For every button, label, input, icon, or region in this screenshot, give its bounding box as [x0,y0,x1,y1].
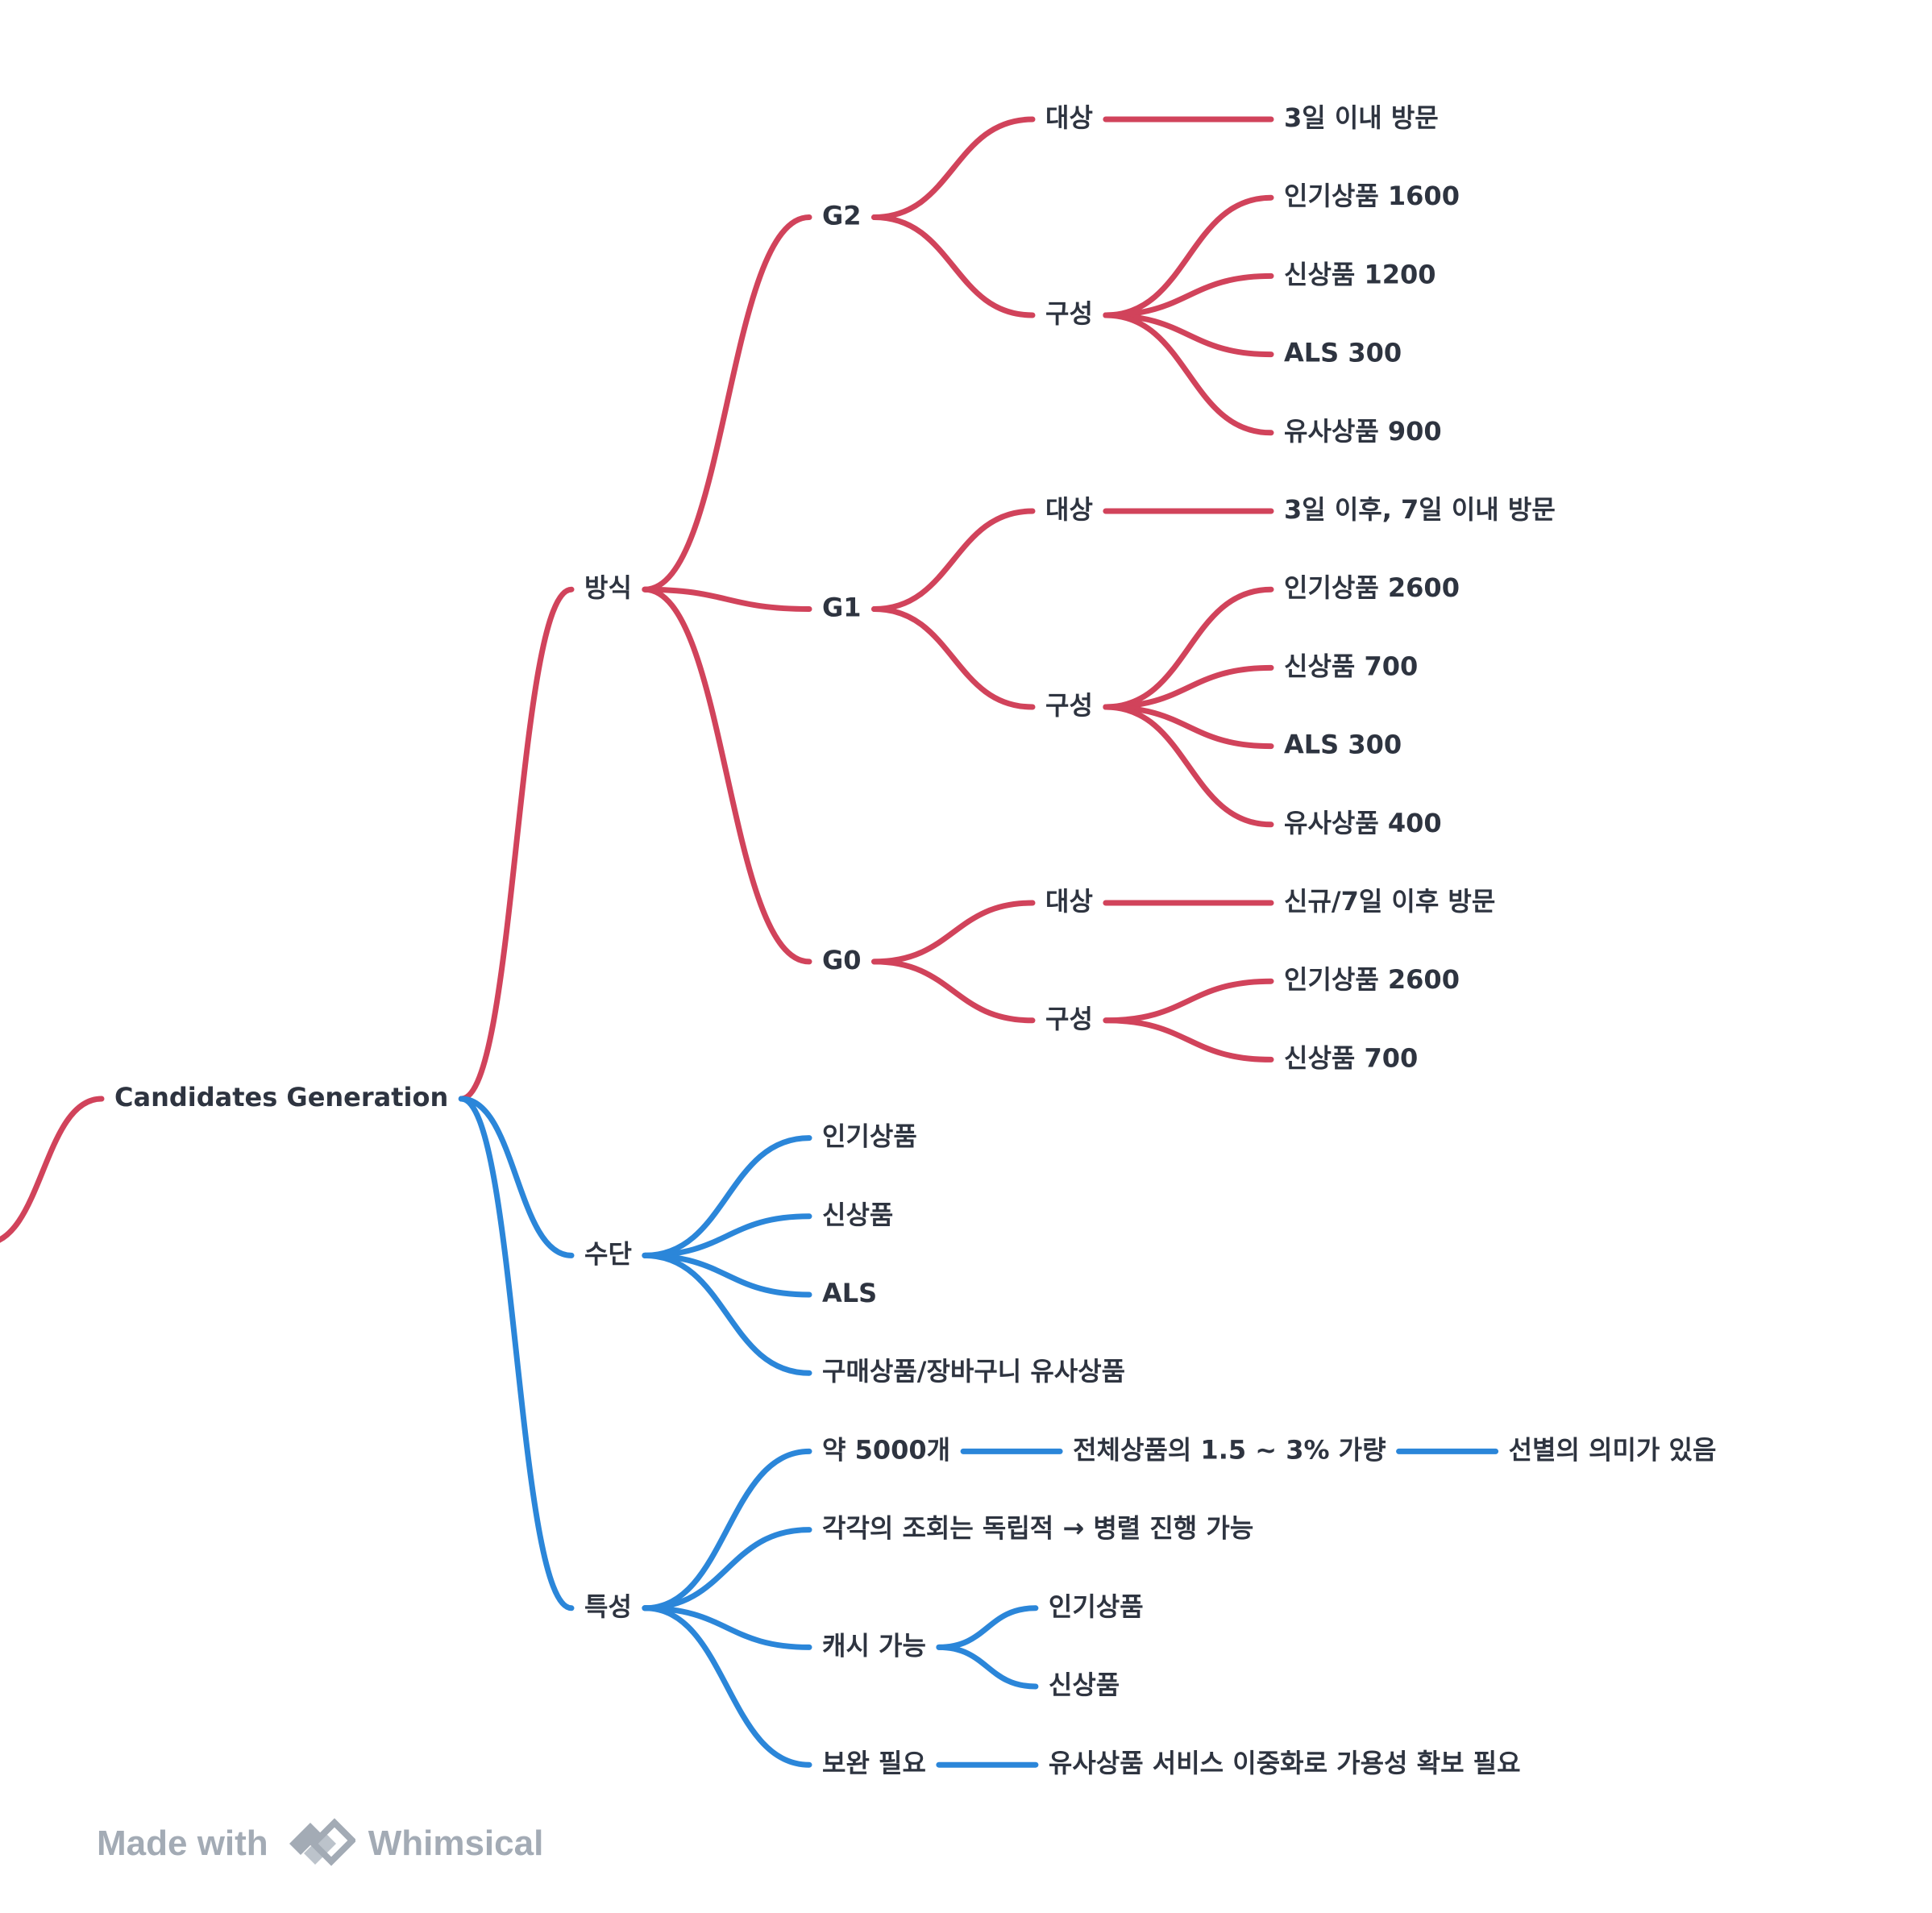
watermark-brand: Whimsical [368,1824,544,1863]
mindmap-node-구성[interactable]: 구성 [1045,690,1093,721]
mindmap-node-신상품[interactable]: 신상품 [822,1200,893,1230]
mind-map-edges [0,116,1499,1768]
connector-신상품-700 [1103,1017,1274,1063]
connector-대상 [871,508,1036,612]
connector-구성 [871,214,1036,318]
connector-약-5000개 [642,1448,812,1611]
mindmap-node-신상품-700[interactable]: 신상품 700 [1284,651,1418,681]
connector-보완-필요 [642,1605,812,1768]
mindmap-node-g1[interactable]: G1 [822,593,862,623]
mindmap-node-g2[interactable]: G2 [822,201,862,231]
connector-g1 [642,586,812,612]
mindmap-node-신규-7일-이후-방문[interactable]: 신규/7일 이후 방문 [1284,886,1495,917]
connector-신상품-1200 [1103,272,1274,318]
connector-구성 [871,606,1036,710]
connector-root-incoming [0,1096,105,1243]
connector-인기상품 [936,1605,1039,1650]
mindmap-node-유사상품-400[interactable]: 유사상품 400 [1284,808,1442,838]
mindmap-node-인기상품-2600[interactable]: 인기상품 2600 [1284,572,1460,603]
mindmap-node-인기상품[interactable]: 인기상품 [1049,1591,1144,1622]
mindmap-node-방식[interactable]: 방식 [584,572,632,603]
connector-als [642,1252,812,1298]
connector-인기상품-1600 [1103,194,1274,318]
connector-인기상품 [642,1135,812,1258]
mindmap-node-대상[interactable]: 대상 [1045,102,1093,133]
connector-신상품 [642,1213,812,1258]
connector-신상품 [936,1644,1039,1690]
mindmap-node-특성[interactable]: 특성 [584,1591,632,1622]
mindmap-node-유사상품-900[interactable]: 유사상품 900 [1284,416,1442,447]
mindmap-node-als-300[interactable]: ALS 300 [1284,338,1402,368]
mindmap-node-als-300[interactable]: ALS 300 [1284,730,1402,760]
watermark-prefix: Made with [97,1824,268,1863]
connector-als-300 [1103,312,1274,358]
mindmap-node-각각의-조회는-독립적-병렬-진행-가능[interactable]: 각각의 조회는 독립적 → 병렬 진행 가능 [822,1513,1253,1544]
connector-대상 [871,900,1036,965]
connector-대상 [871,116,1036,220]
connector-캐시-가능 [642,1605,812,1650]
mindmap-node-구성[interactable]: 구성 [1045,298,1093,329]
mindmap-node-g0[interactable]: G0 [822,945,862,975]
mindmap-node-수단[interactable]: 수단 [584,1238,632,1269]
connector-als-300 [1103,704,1274,750]
connector-신상품-700 [1103,664,1274,710]
mindmap-node-3일-이내-방문[interactable]: 3일 이내 방문 [1284,102,1439,133]
mindmap-node-als[interactable]: ALS [822,1278,877,1308]
mindmap-node-보완-필요[interactable]: 보완 필요 [822,1748,926,1778]
mindmap-node-인기상품-1600[interactable]: 인기상품 1600 [1284,181,1460,211]
mindmap-node-선별의-의미가-있음[interactable]: 선별의 의미가 있음 [1509,1434,1717,1465]
mindmap-node-전체상품의-1-5-3-가량[interactable]: 전체상품의 1.5 ~ 3% 가량 [1073,1434,1386,1465]
mindmap-node-약-5000개[interactable]: 약 5000개 [822,1434,950,1465]
connector-인기상품-2600 [1103,978,1274,1024]
connector-유사상품-400 [1103,704,1274,828]
mindmap-node-구매상품-장바구니-유사상품[interactable]: 구매상품/장바구니 유사상품 [822,1356,1125,1387]
connector-각각의-조회는-독립적-병렬-진행-가능 [642,1527,812,1611]
connector-인기상품-2600 [1103,586,1274,710]
mindmap-node-인기상품[interactable]: 인기상품 [822,1121,917,1152]
mindmap-node-신상품-1200[interactable]: 신상품 1200 [1284,259,1436,289]
connector-구매상품-장바구니-유사상품 [642,1252,812,1376]
connector-유사상품-900 [1103,312,1274,436]
connector-수단 [458,1096,575,1258]
mindmap-node-유사상품-서비스-이중화로-가용성-확보-필요[interactable]: 유사상품 서비스 이중화로 가용성 확보 필요 [1049,1748,1521,1778]
connector-방식 [458,586,575,1102]
mindmap-node-신상품[interactable]: 신상품 [1049,1670,1120,1700]
mindmap-node-인기상품-2600[interactable]: 인기상품 2600 [1284,964,1460,995]
mindmap-node-캐시-가능[interactable]: 캐시 가능 [822,1630,926,1661]
mindmap-node-candidates-generation[interactable]: Candidates Generation [114,1082,448,1112]
connector-g2 [642,214,812,593]
mindmap-node-3일-이후-7일-이내-방문[interactable]: 3일 이후, 7일 이내 방문 [1284,494,1556,525]
connector-특성 [458,1096,575,1611]
mindmap-node-구성[interactable]: 구성 [1045,1004,1093,1034]
mindmap-node-신상품-700[interactable]: 신상품 700 [1284,1042,1418,1073]
mindmap-node-대상[interactable]: 대상 [1045,494,1093,525]
whimsical-logo-icon [289,1818,355,1866]
connector-구성 [871,959,1036,1024]
mindmap-node-대상[interactable]: 대상 [1045,886,1093,917]
connector-g0 [642,586,812,965]
whimsical-watermark[interactable]: Made with Whimsical [97,1818,543,1869]
